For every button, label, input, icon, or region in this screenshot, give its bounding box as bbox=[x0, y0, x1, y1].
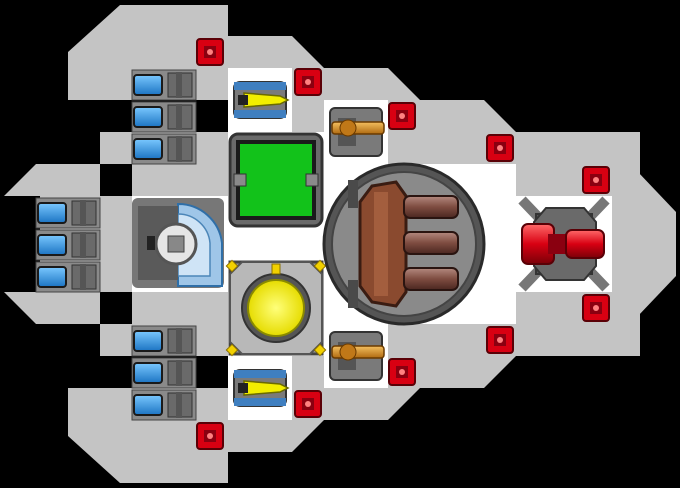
warning-light-icon bbox=[486, 326, 514, 354]
engine-icon bbox=[133, 394, 163, 416]
engine-icon bbox=[37, 234, 67, 256]
engine-unit[interactable] bbox=[131, 133, 197, 165]
warning-light-icon bbox=[486, 134, 514, 162]
warning-light-icon bbox=[388, 102, 416, 130]
cargo-bay-icon bbox=[236, 140, 316, 220]
engine-unit[interactable] bbox=[35, 229, 101, 261]
engine-icon bbox=[133, 362, 163, 384]
cargo-bay[interactable] bbox=[228, 132, 324, 228]
engine-icon bbox=[37, 202, 67, 224]
warning-light-icon bbox=[582, 166, 610, 194]
warning-light-icon bbox=[294, 390, 322, 418]
missile-launcher-top[interactable] bbox=[233, 81, 290, 119]
engine-icon bbox=[133, 138, 163, 160]
warning-light-icon bbox=[294, 68, 322, 96]
warning-lights bbox=[196, 38, 610, 450]
triple-cannon-turret[interactable] bbox=[322, 162, 486, 326]
engine-unit[interactable] bbox=[131, 101, 197, 133]
shield-generator[interactable] bbox=[132, 198, 224, 288]
warning-light-icon bbox=[582, 294, 610, 322]
engine-array bbox=[35, 69, 197, 421]
engine-unit[interactable] bbox=[35, 197, 101, 229]
engine-icon bbox=[133, 330, 163, 352]
engine-unit[interactable] bbox=[131, 357, 197, 389]
engine-icon bbox=[37, 266, 67, 288]
engine-icon bbox=[133, 106, 163, 128]
right-prow bbox=[600, 132, 676, 356]
engine-unit[interactable] bbox=[131, 389, 197, 421]
cannon-turret-top[interactable] bbox=[329, 107, 385, 157]
engine-icon bbox=[133, 74, 163, 96]
engine-unit[interactable] bbox=[35, 261, 101, 293]
warning-light-icon bbox=[196, 422, 224, 450]
engine-unit[interactable] bbox=[131, 69, 197, 101]
cannon-barrels bbox=[403, 195, 459, 291]
missile-launcher-bottom[interactable] bbox=[233, 369, 290, 407]
laser-turret[interactable] bbox=[518, 196, 610, 292]
cannon-turret-bottom[interactable] bbox=[329, 331, 385, 381]
reactor-core-icon bbox=[247, 279, 305, 337]
warning-light-icon bbox=[388, 358, 416, 386]
reactor-core[interactable] bbox=[225, 259, 327, 357]
reactor-bolts bbox=[225, 259, 327, 357]
warning-light-icon bbox=[196, 38, 224, 66]
engine-unit[interactable] bbox=[131, 325, 197, 357]
